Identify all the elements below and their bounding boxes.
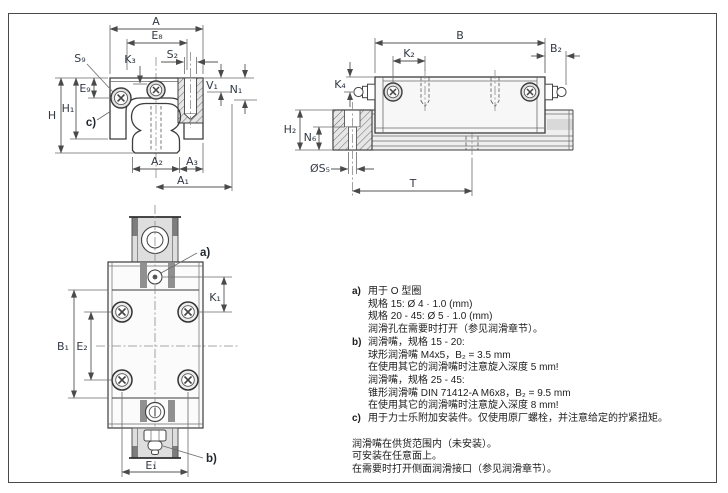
page-border-frame: [8, 13, 717, 483]
dim-K1: K₁: [163, 276, 232, 313]
note-line: 润滑孔在需要时打开（参见润滑章节）。: [368, 324, 543, 336]
cap-insert: [168, 263, 175, 288]
grease-nipple-b: b): [143, 429, 217, 465]
dim-E8: E₈: [126, 29, 188, 70]
note-line: 用于 O 型圈: [368, 286, 422, 297]
cap-insert: [140, 263, 147, 288]
figure-side-view: B K₂ B₂ K₄: [284, 29, 580, 196]
note-line: 规格 20 - 45: Ø 5 · 1.0 (mm): [368, 311, 493, 323]
label-T: T: [409, 177, 417, 190]
label-E9: E₉: [79, 82, 90, 95]
dim-V1-N1: V₁ N₁: [203, 64, 257, 114]
note-c: c) 用于力士乐附加安装件。仅使用原厂螺栓，并注意给定的拧紧扭矩。: [352, 413, 710, 426]
label-B: B: [456, 29, 464, 42]
label-A2: A₂: [151, 155, 163, 168]
rail-section-block: [332, 102, 373, 196]
label-E2: E₂: [76, 340, 87, 353]
end-cap-screw-left: [383, 82, 403, 102]
dim-B: B: [374, 29, 546, 73]
dim-B2: B₂: [531, 42, 580, 85]
label-K1: K₁: [209, 291, 221, 304]
rail-profile-section: [130, 102, 182, 154]
note-line: 锥形润滑嘴 DIN 71412-A M6x8，B₂ = 9.5 mm: [368, 387, 571, 399]
label-H: H: [48, 109, 56, 122]
lube-hole-a: a): [147, 247, 210, 285]
note-b-marker: b): [352, 336, 362, 348]
figure-top-view: a): [57, 205, 240, 477]
note-line: 润滑嘴，规格 15 - 20:: [368, 336, 465, 348]
figure-cross-section-view: A E₈ S₂ K₃ S: [48, 15, 257, 191]
rail-hole-dashed: [465, 130, 479, 158]
label-S9: S₉: [74, 52, 85, 65]
footnote-line: 可安装在任意面上。: [352, 451, 442, 463]
label-a: a): [200, 247, 210, 259]
note-a-marker: a): [352, 286, 361, 297]
dim-K3: K₃: [124, 53, 147, 85]
label-H2: H₂: [284, 123, 297, 136]
label-A1: A₁: [177, 174, 189, 187]
dim-S5: ØS₅: [310, 152, 374, 175]
mounting-screw-S9: [110, 87, 132, 109]
end-cap-screw-right: [520, 82, 540, 102]
cap-insert: [140, 400, 147, 422]
label-B2: B₂: [550, 42, 562, 55]
dim-A2-A3-A1: A₂ A₃ A₁: [132, 104, 233, 191]
dim-S2: S₂: [161, 48, 218, 74]
end-cap-lube-port: [144, 401, 166, 423]
dim-T: T: [352, 158, 473, 196]
carriage-side-body: [374, 76, 546, 134]
note-line: 球形润滑嘴 M4x5，B₂ = 3.5 mm: [368, 349, 511, 361]
dim-A: A: [109, 15, 204, 74]
grease-nipple-left: [353, 83, 376, 101]
note-b: b) 润滑嘴，规格 15 - 20: 球形润滑嘴 M4x5，B₂ = 3.5 m…: [352, 337, 710, 413]
threaded-hole-2: [490, 70, 500, 112]
label-E8: E₈: [151, 29, 163, 42]
dim-left-stack: E₉ H₁ H: [48, 77, 134, 154]
note-a: a) 用于 O 型圈 规格 15: Ø 4 · 1.0 (mm) 规格 20 -…: [352, 286, 710, 337]
dim-H2-N6: H₂ N₆: [284, 109, 345, 151]
dim-K4: K₄: [334, 62, 375, 107]
rail-shade-right: [547, 119, 573, 130]
dim-K2: K₂: [392, 47, 426, 82]
label-c: c): [86, 117, 96, 129]
label-N1: N₁: [230, 83, 243, 96]
notes-block: a) 用于 O 型圈 规格 15: Ø 4 · 1.0 (mm) 规格 20 -…: [352, 286, 710, 477]
note-line: 润滑嘴，规格 25 - 45:: [368, 374, 465, 386]
label-B1: B₁: [57, 340, 69, 353]
grease-nipple-right: [544, 83, 567, 101]
cap-insert: [168, 400, 175, 422]
label-N6: N₆: [304, 131, 317, 144]
label-S5: ØS₅: [310, 162, 330, 175]
label-V1: V₁: [206, 79, 218, 92]
label-K3: K₃: [124, 53, 136, 66]
callout-c: c): [86, 110, 112, 129]
note-c-marker: c): [352, 413, 361, 425]
label-K2: K₂: [403, 47, 415, 60]
label-A3: A₃: [186, 155, 198, 168]
label-E1: E₁: [145, 459, 156, 472]
label-K4: K₄: [334, 78, 346, 91]
label-H1: H₁: [62, 102, 75, 115]
label-A: A: [152, 15, 160, 28]
dim-E1: E₁: [121, 392, 189, 477]
label-b: b): [206, 453, 217, 465]
note-line: 用于力士乐附加安装件。仅使用原厂螺栓，并注意给定的拧紧扭矩。: [368, 413, 668, 425]
footnote-line: 在需要时打开侧面润滑接口（参见润滑章节）。: [352, 464, 557, 476]
note-line: 在使用其它的润滑嘴时注意旋入深度 8 mm!: [368, 400, 559, 412]
note-line: 规格 15: Ø 4 · 1.0 (mm): [368, 298, 473, 310]
note-line: 在使用其它的润滑嘴时注意旋入深度 5 mm!: [368, 362, 559, 374]
mounting-screws: [111, 301, 199, 391]
dim-B1-E2: B₁ E₂: [57, 289, 112, 399]
footnote-line: 润滑嘴在供货范围内（未安装）。: [352, 438, 497, 450]
threaded-hole-1: [420, 70, 430, 112]
center-screw: [146, 80, 166, 100]
footnotes: 润滑嘴在供货范围内（未安装）。 可安装在任意面上。 在需要时打开侧面润滑接口（参…: [352, 439, 710, 477]
label-S2: S₂: [167, 48, 178, 61]
